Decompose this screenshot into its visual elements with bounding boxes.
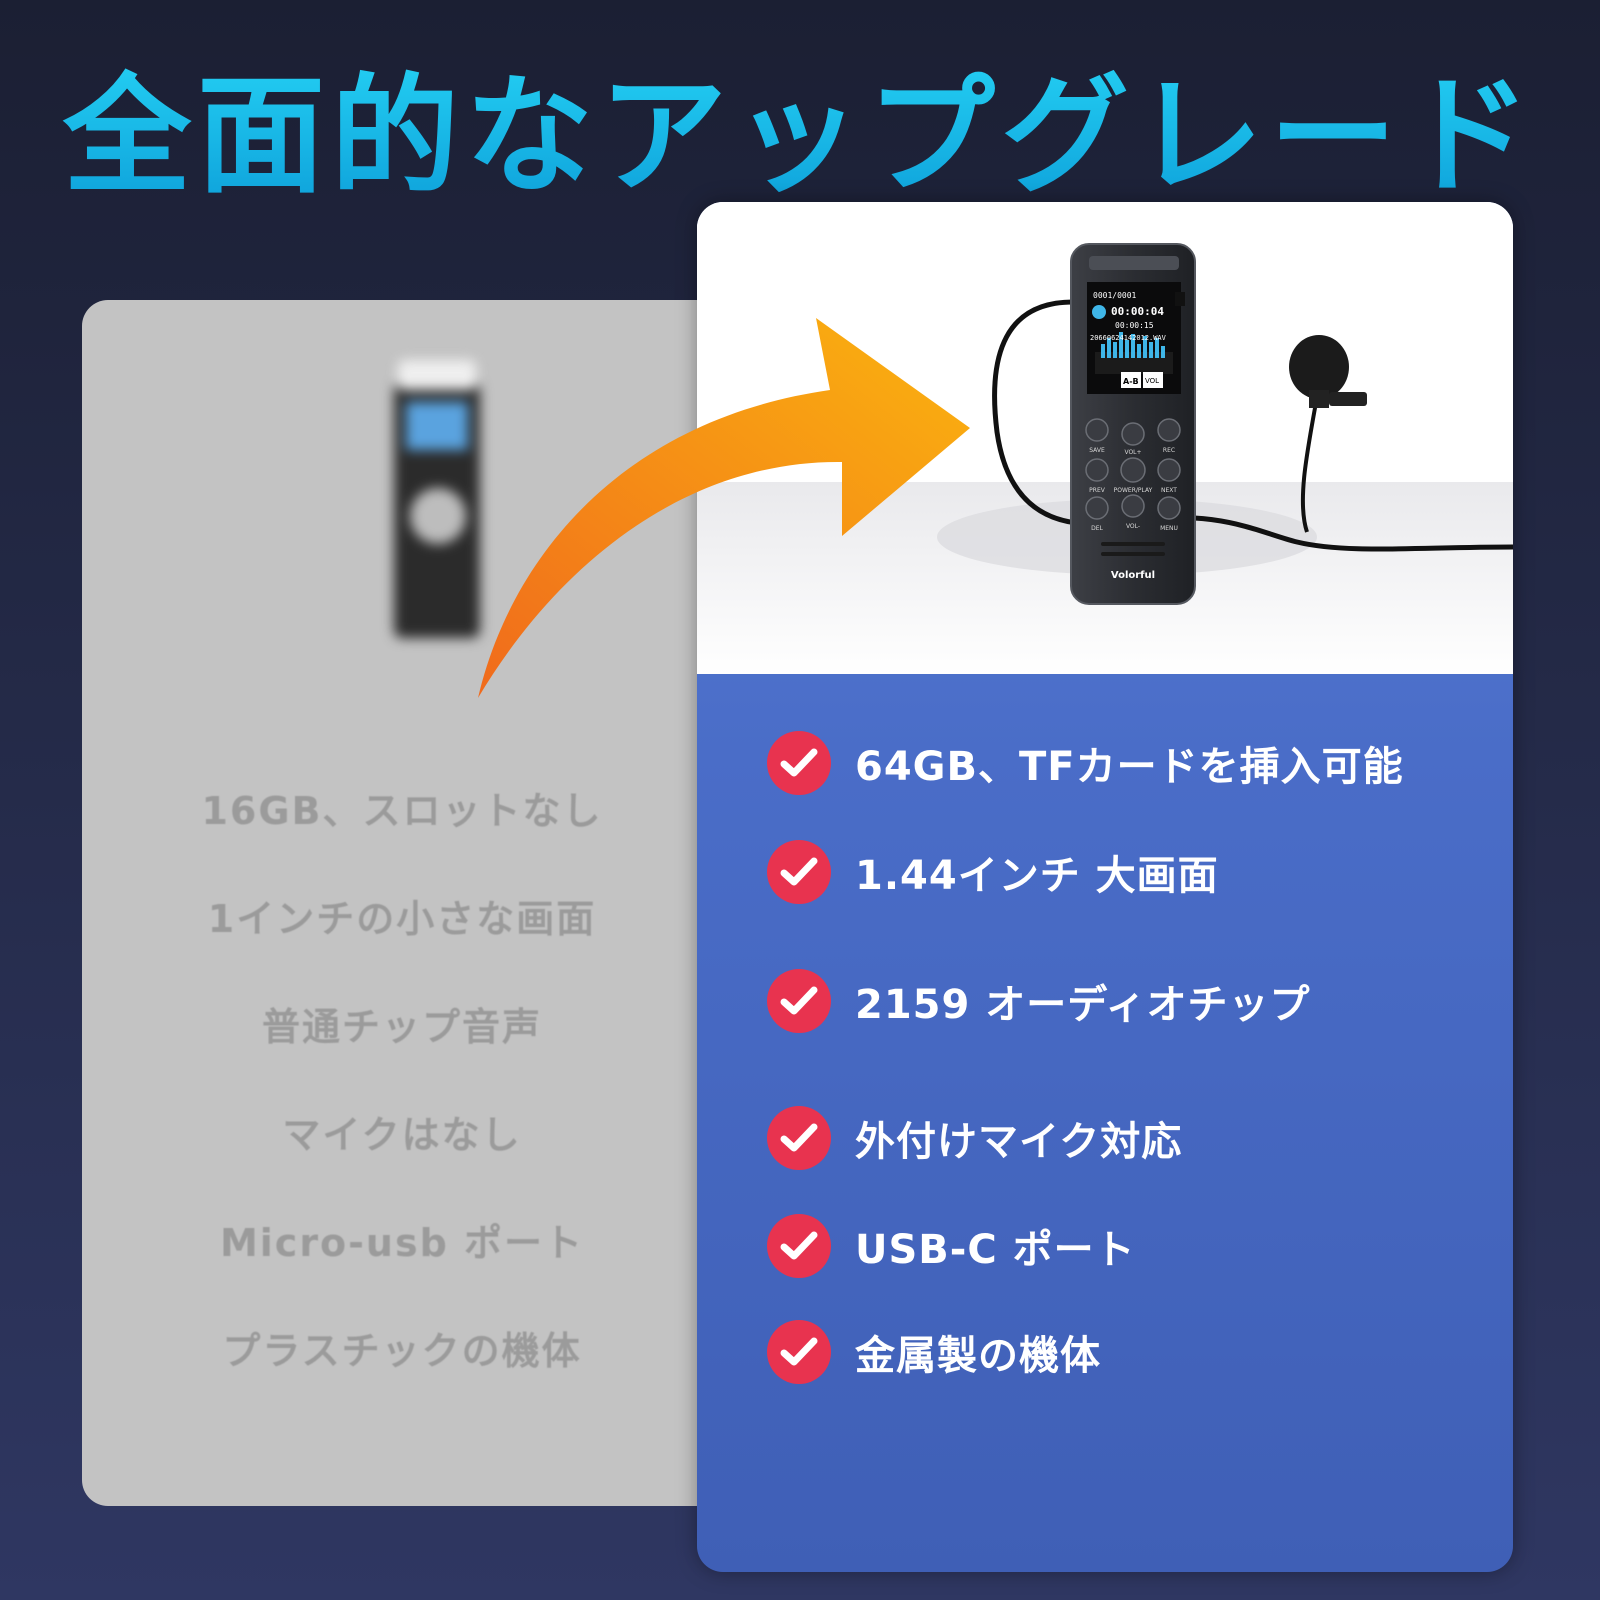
- button-label: DEL: [1091, 525, 1103, 532]
- check-icon: [767, 731, 831, 795]
- button-label: VOL-: [1126, 523, 1140, 530]
- check-icon: [767, 1214, 831, 1278]
- old-spec-item: 普通チップ音声: [261, 1005, 542, 1049]
- feature-row: 64GB、TFカードを挿入可能: [767, 730, 1404, 796]
- vol-badge: VOL: [1145, 377, 1159, 385]
- total-time: 00:00:15: [1115, 321, 1154, 330]
- old-spec-item: 16GB、スロットなし: [201, 789, 603, 833]
- elapsed-time: 00:00:04: [1111, 305, 1164, 318]
- feature-label: 64GB、TFカードを挿入可能: [855, 744, 1404, 790]
- feature-row: USB-C ポート: [767, 1213, 1136, 1279]
- check-icon: [767, 1320, 831, 1384]
- feature-label: 2159 オーディオチップ: [855, 982, 1311, 1028]
- old-spec-item: マイクはなし: [282, 1113, 522, 1157]
- lavalier-mic: [1289, 335, 1367, 408]
- check-icon: [767, 1106, 831, 1170]
- button-label: SAVE: [1089, 447, 1105, 454]
- button-label: REC: [1163, 447, 1175, 454]
- feature-label: USB-C ポート: [855, 1227, 1136, 1273]
- old-spec-item: プラスチックの機体: [222, 1329, 582, 1373]
- feature-row: 1.44インチ 大画面: [767, 839, 1219, 905]
- button-label: MENU: [1160, 525, 1178, 532]
- button-label: NEXT: [1161, 487, 1177, 494]
- check-icon: [767, 969, 831, 1033]
- feature-label: 外付けマイク対応: [855, 1119, 1183, 1165]
- feature-row: 外付けマイク対応: [767, 1105, 1182, 1171]
- voice-recorder: 0001/0001 00:00:04 00:00:15 206606241420…: [1070, 243, 1196, 605]
- counter: 0001/0001: [1093, 291, 1137, 300]
- file-name: 20660624142012.WAV: [1090, 334, 1167, 342]
- old-recorder-image: [394, 360, 480, 638]
- old-spec-item: 1インチの小さな画面: [207, 897, 597, 941]
- page-headline: 全面的なアップグレード: [0, 32, 1600, 217]
- feature-label: 金属製の機体: [855, 1333, 1101, 1379]
- feature-row: 2159 オーディオチップ: [767, 968, 1310, 1034]
- upgrade-arrow-icon: [478, 318, 970, 698]
- old-spec-item: Micro-usb ポート: [219, 1221, 585, 1265]
- check-icon: [767, 840, 831, 904]
- ab-badge: A-B: [1123, 377, 1139, 386]
- feature-label: 1.44インチ 大画面: [855, 853, 1219, 899]
- button-label: VOL+: [1124, 449, 1141, 456]
- button-label: POWER/PLAY: [1114, 487, 1153, 494]
- brand-logo: Volorful: [1111, 570, 1155, 581]
- button-label: PREV: [1089, 487, 1106, 494]
- feature-row: 金属製の機体: [767, 1319, 1101, 1385]
